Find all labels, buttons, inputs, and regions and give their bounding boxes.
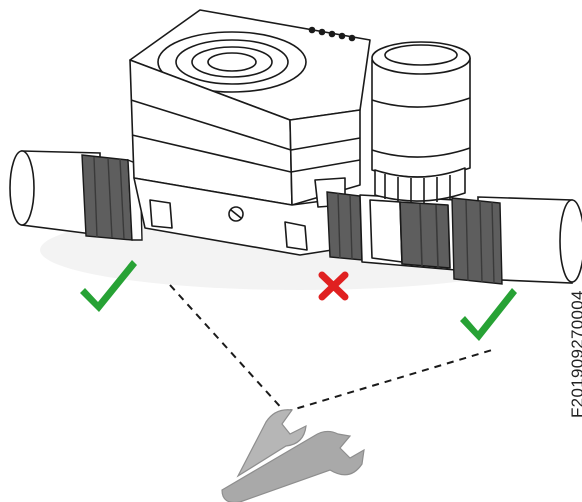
left-fitting <box>81 154 143 241</box>
wrench-icon <box>221 409 365 502</box>
document-code: F201909270004 <box>568 290 582 418</box>
valve-body <box>359 194 457 271</box>
cross-center-icon <box>318 271 349 301</box>
meter-body <box>129 9 371 256</box>
left-pipe <box>9 150 101 236</box>
check-left-icon <box>80 260 137 312</box>
guide-lines <box>169 284 493 413</box>
right-fitting <box>451 197 503 285</box>
check-right-icon <box>460 288 517 341</box>
center-fitting <box>326 191 363 261</box>
valve-actuator <box>371 41 471 203</box>
